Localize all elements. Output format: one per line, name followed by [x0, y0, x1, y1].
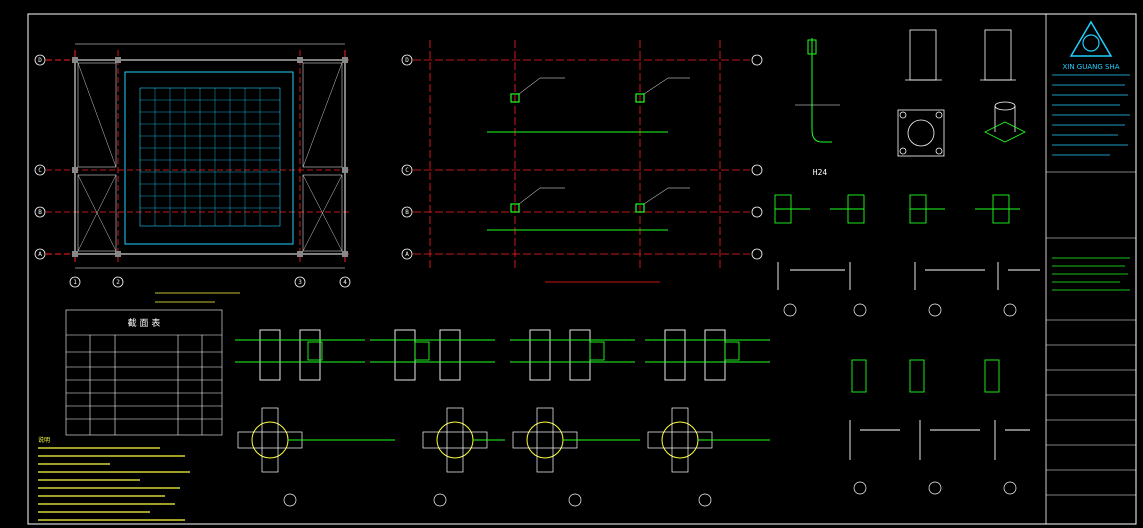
grid-label-C: C	[38, 167, 42, 174]
grid-bubble-mid-D	[401, 54, 413, 66]
base-plate-plan	[897, 109, 945, 157]
detail-label-h24: H24	[813, 168, 828, 177]
column-base	[510, 203, 520, 213]
title-block	[1045, 13, 1137, 525]
grid-bubble-A	[34, 248, 46, 260]
grid-bubble-mid-C	[401, 164, 413, 176]
grid-bubble-C	[34, 164, 46, 176]
grid-label-mid-C: C	[405, 167, 409, 174]
roof-purlin-grid	[140, 88, 280, 226]
anchor-plan-middle	[401, 40, 763, 283]
grid-bubble-3	[294, 276, 306, 288]
grid-label-2: 2	[116, 279, 120, 286]
grid-label-D: D	[38, 57, 42, 64]
plan-view-left	[34, 43, 351, 303]
beam-column-elevations	[235, 329, 770, 381]
grid-bubble-4	[339, 276, 351, 288]
grid-bubble-1	[69, 276, 81, 288]
grid-label-A: A	[38, 251, 42, 258]
anchor-bolt-detail	[795, 38, 840, 143]
grid-label-mid-B: B	[405, 209, 409, 216]
grid-bubble-D	[34, 54, 46, 66]
column-base-elevation-1	[905, 29, 1016, 81]
grid-label-B: B	[38, 209, 42, 216]
grid-bubble-2	[112, 276, 124, 288]
company-name: XIN GUANG SHA	[1062, 63, 1119, 71]
grid-bubble-mid-B	[401, 206, 413, 218]
grid-label-mid-A: A	[405, 251, 409, 258]
circular-connection-plans	[237, 407, 770, 507]
node-details-lower	[849, 359, 1030, 460]
column-base	[510, 93, 520, 103]
general-notes	[38, 447, 190, 521]
section-table-title: 截 面 表	[128, 317, 161, 329]
grid-bubble-B	[34, 206, 46, 218]
column-base	[635, 203, 645, 213]
grid-label-1: 1	[73, 279, 77, 286]
section-table	[65, 309, 223, 436]
base-plate-3d	[984, 101, 1026, 143]
grid-label-3: 3	[298, 279, 302, 286]
detail-markers	[783, 303, 1017, 495]
grid-label-4: 4	[343, 279, 347, 286]
grid-label-mid-D: D	[405, 57, 409, 64]
grid-bubble-mid-A	[401, 248, 413, 260]
column-base	[635, 93, 645, 103]
company-logo-icon	[1069, 20, 1113, 57]
drawing-frame	[27, 13, 1137, 525]
notes-heading: 说明	[38, 436, 50, 444]
node-details-upper	[774, 194, 1040, 290]
